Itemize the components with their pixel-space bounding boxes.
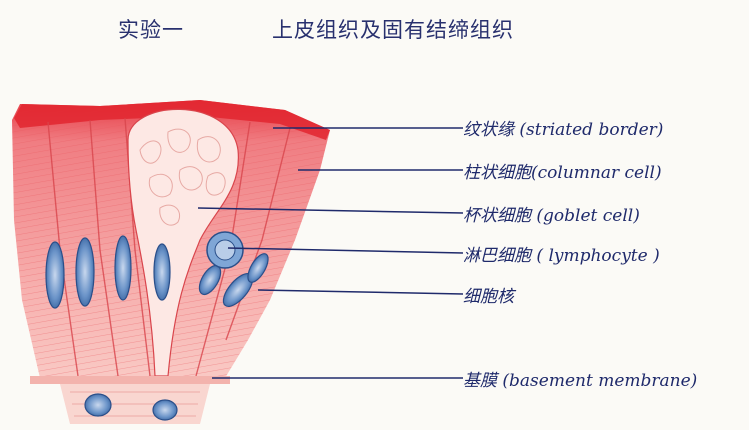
nucleus [154, 244, 170, 300]
nucleus [153, 400, 177, 420]
nucleus [85, 394, 111, 416]
basement-membrane [30, 376, 230, 384]
lymphocyte [207, 232, 243, 268]
label-cell-nucleus: 细胞核 [463, 282, 514, 307]
leader-line-nucleus [258, 290, 463, 294]
nucleus [115, 236, 131, 300]
label-striated-border: 纹状缘 (striated border) [463, 115, 663, 140]
label-goblet-cell: 杯状细胞 (goblet cell) [463, 201, 640, 226]
label-columnar-cell: 柱状细胞(columnar cell) [463, 158, 662, 183]
label-basement-membrane: 基膜 (basement membrane) [463, 366, 697, 391]
nucleus [76, 238, 94, 306]
nucleus [46, 242, 64, 308]
label-lymphocyte: 淋巴细胞 ( lymphocyte ) [463, 241, 660, 266]
